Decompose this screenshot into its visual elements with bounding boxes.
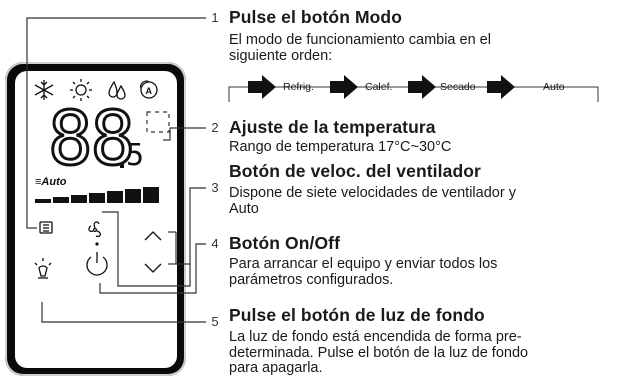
status-dot	[95, 242, 99, 246]
leader-line-3	[176, 187, 206, 265]
leader-line-2	[163, 127, 206, 141]
callout-number-1: 1	[206, 9, 224, 27]
leader-line-1	[26, 17, 206, 229]
callout-text-3: Dispone de siete velocidades de ventilad…	[229, 185, 516, 217]
auto-fan-letter: A	[146, 86, 153, 96]
callout-text-4: Para arrancar el equipo y enviar todos l…	[229, 256, 498, 288]
fan-speed-button[interactable]	[85, 218, 107, 240]
fan-speed-bars	[35, 187, 159, 203]
fan-speed-bar	[143, 187, 159, 203]
sequence-arrow	[487, 75, 515, 99]
fan-speed-bar	[107, 191, 123, 203]
sequence-item-refrig: Refrig.	[283, 81, 314, 93]
callout-number-4: 4	[206, 235, 224, 253]
fan-speed-bar	[35, 199, 51, 203]
sun-icon	[70, 79, 92, 101]
temperature-digits: 88	[46, 96, 136, 182]
fan-speed-bar	[71, 195, 87, 203]
temperature-up-button[interactable]	[142, 226, 164, 244]
sequence-arrows	[248, 75, 515, 99]
fan-speed-bar	[125, 189, 141, 203]
sequence-arrow	[248, 75, 276, 99]
snowflake-icon	[34, 80, 54, 100]
auto-fan-icon	[139, 80, 158, 99]
mode-menu-icon	[39, 221, 53, 234]
callout-text-2: Rango de temperatura 17°C~30°C	[229, 139, 452, 155]
sequence-item-secado: Secado	[440, 81, 476, 93]
callout-text-5: La luz de fondo está encendida de forma …	[229, 329, 529, 376]
fan-speed-bar	[89, 193, 105, 203]
fan-speed-bar	[53, 197, 69, 203]
up-chevron-icon	[144, 231, 162, 241]
callout-title-3: Botón de veloc. del ventilador	[229, 161, 481, 181]
decimal-point	[120, 164, 124, 168]
callout-text-1: El modo de funcionamiento cambia en el s…	[229, 32, 491, 64]
callout-title-5: Pulse el botón de luz de fondo	[229, 305, 485, 325]
droplets-icon	[108, 80, 126, 100]
indicator-placeholder	[146, 111, 170, 133]
backlight-bulb-icon	[34, 258, 52, 279]
temperature-decimal: 5	[126, 138, 145, 173]
sequence-item-auto: Auto	[543, 81, 565, 93]
fan-icon	[88, 221, 102, 238]
callout-number-5: 5	[206, 313, 224, 331]
power-icon	[86, 252, 108, 276]
callout-title-1: Pulse el botón Modo	[229, 7, 403, 27]
callout-number-2: 2	[206, 119, 224, 137]
down-chevron-icon	[144, 263, 162, 273]
mode-button[interactable]	[36, 218, 56, 238]
sequence-item-calef: Calef.	[365, 81, 393, 93]
callout-title-2: Ajuste de la temperatura	[229, 117, 436, 137]
auto-fan-label: ≡Auto	[35, 176, 67, 188]
sequence-arrow	[330, 75, 358, 99]
callout-number-3: 3	[206, 179, 224, 197]
leader-line-4	[99, 243, 206, 294]
sequence-arrow	[408, 75, 436, 99]
leader-line-5	[41, 302, 206, 323]
auto-fan-glyph: ≡	[35, 176, 42, 188]
backlight-button[interactable]	[33, 256, 53, 280]
callout-title-4: Botón On/Off	[229, 233, 341, 253]
power-button[interactable]	[85, 250, 109, 274]
temperature-down-button[interactable]	[142, 260, 164, 278]
